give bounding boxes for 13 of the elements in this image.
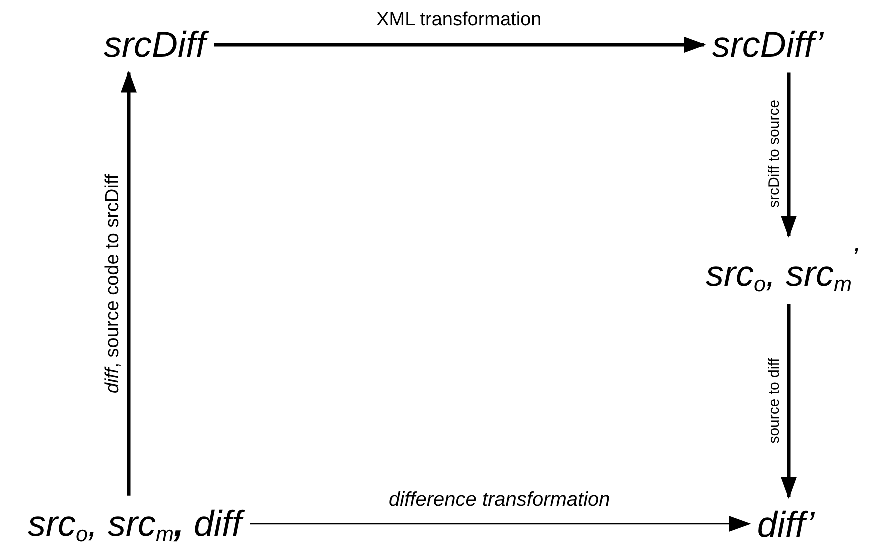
edge-label: diff, source code to srcDiff — [104, 174, 124, 394]
term-label: diff’ — [757, 505, 815, 545]
edge-label: difference transformation — [389, 489, 610, 511]
arrow — [214, 37, 706, 53]
term-label: srcDiff’ — [712, 25, 824, 65]
term-label: src$_{o}$, src$_{m}$, diff — [28, 504, 242, 546]
edge-label: srcDiff to source — [766, 100, 784, 208]
arrow — [121, 70, 137, 496]
arrow — [250, 516, 752, 532]
edge-label: source to diff — [766, 358, 784, 444]
arrow — [781, 304, 797, 500]
edge-label: XML transformation — [376, 10, 542, 32]
arrow — [781, 72, 797, 238]
